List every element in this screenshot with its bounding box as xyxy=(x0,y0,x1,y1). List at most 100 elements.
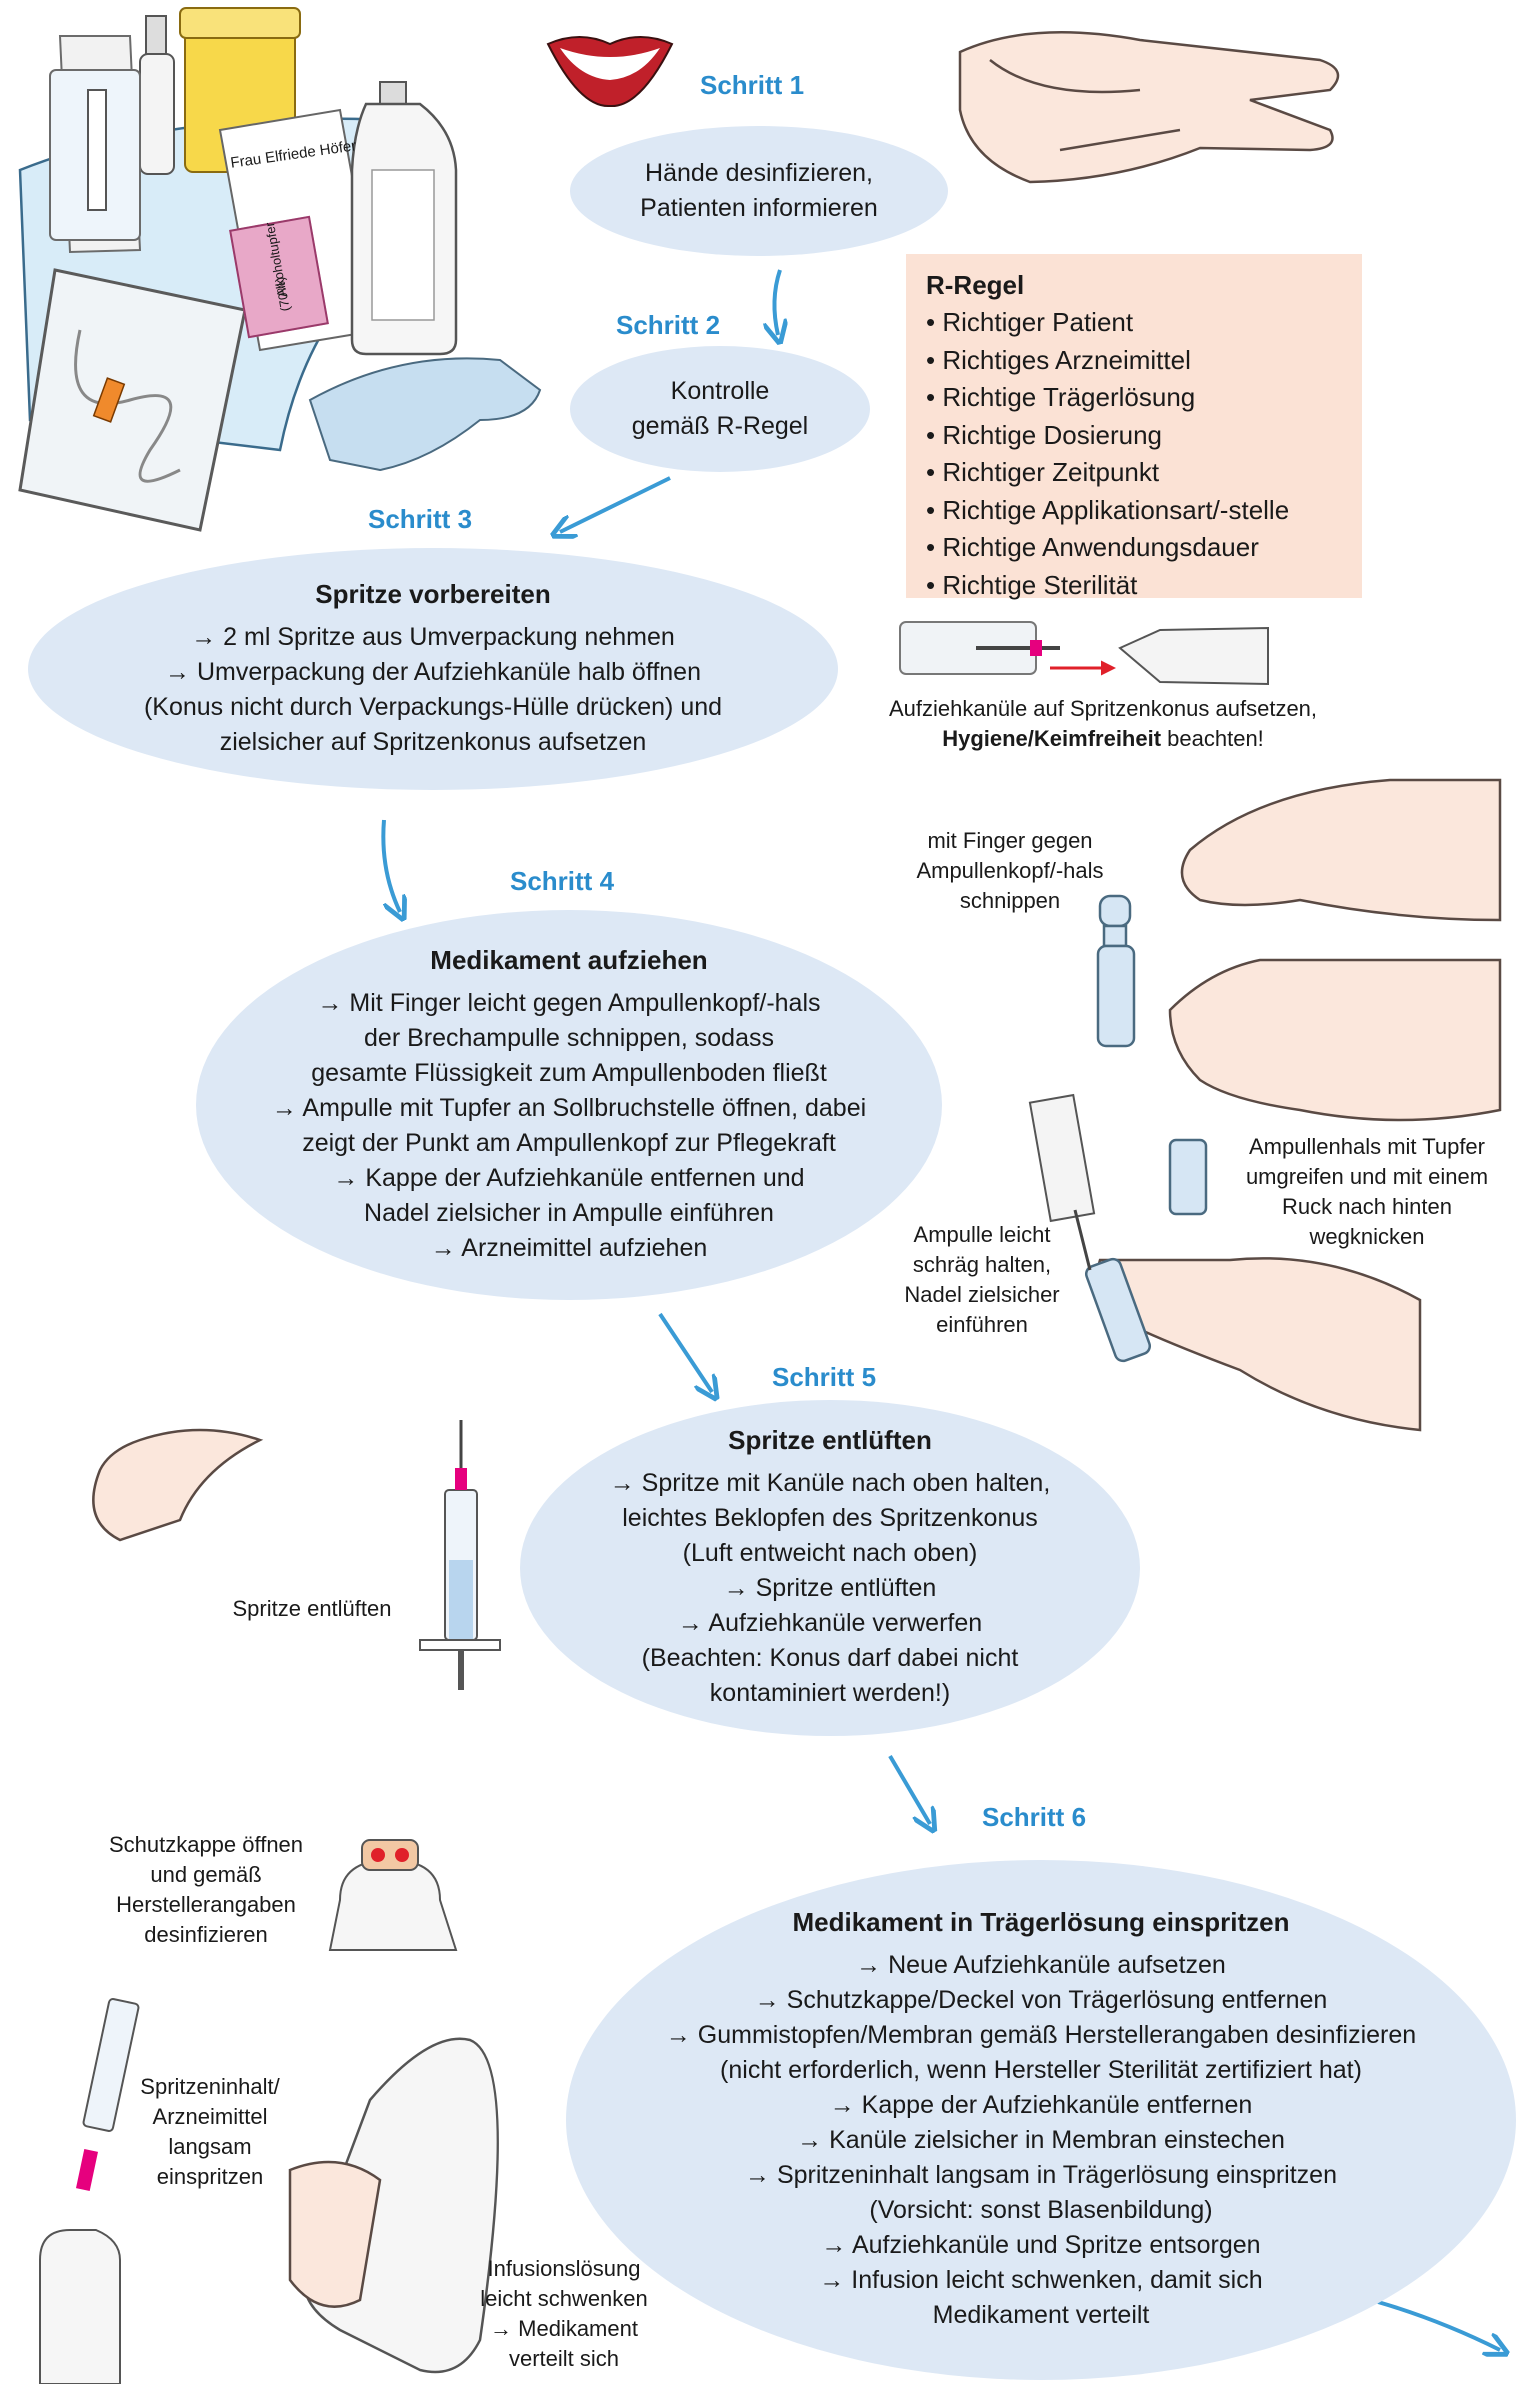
break-neck-caption: Ampullenhals mit Tupfer umgreifen und mi… xyxy=(1222,1132,1512,1252)
break-neck-caption-line: umgreifen und mit einem xyxy=(1245,1164,1489,1189)
step6-label: Schritt 6 xyxy=(982,1802,1087,1832)
step3-line: zielsicher auf Spritzenkonus aufsetzen xyxy=(219,727,647,756)
step1-line: Patienten informieren xyxy=(640,194,878,222)
swab-label-percent: (70%) xyxy=(271,275,293,313)
step4-line: Nadel zielsicher in Ampulle einführen xyxy=(364,1198,774,1227)
flow-arrows xyxy=(381,269,1500,2350)
syringe-icon xyxy=(75,1093,1096,2192)
step5-line: → Spritze entlüften xyxy=(723,1574,937,1602)
swirl-caption-line: leicht schwenken xyxy=(480,2286,648,2311)
step4-line: → Kappe der Aufziehkanüle entfernen und xyxy=(333,1163,805,1192)
ampoule-icon xyxy=(1084,894,1208,1363)
lips-icon xyxy=(546,36,674,108)
step5-title: Spritze entlüften xyxy=(728,1425,932,1455)
step6-line: Medikament verteilt xyxy=(932,2301,1150,2329)
step2-line: Kontrolle xyxy=(670,377,770,405)
infusion-bottle-icon xyxy=(288,2037,499,2374)
cap-caption-line: und gemäß xyxy=(150,1862,262,1887)
step5-ellipse: Spritze entlüften → Spritze mit Kanüle n… xyxy=(520,1400,1140,1736)
step3-ellipse: Spritze vorbereiten → 2 ml Spritze aus U… xyxy=(28,548,838,790)
step6-line: → Schutzkappe/Deckel von Trägerlösung en… xyxy=(754,1986,1328,2014)
step6-title: Medikament in Trägerlösung einspritzen xyxy=(792,1907,1290,1937)
syringe-icon xyxy=(1118,626,1269,686)
step4-ellipse: Medikament aufziehen → Mit Finger leicht… xyxy=(196,910,942,1300)
step5-line: kontaminiert werden!) xyxy=(709,1679,951,1707)
break-neck-caption-line: Ruck nach hinten xyxy=(1282,1194,1452,1219)
glove-icon xyxy=(308,357,542,472)
swirl-caption-line: Infusionslösung xyxy=(487,2256,641,2281)
step5-line: → Aufziehkanüle verwerfen xyxy=(677,1609,983,1637)
inject-caption: Spritzeninhalt/ Arzneimittel langsam ein… xyxy=(120,2072,300,2192)
infusion-set-icon xyxy=(18,268,247,532)
step4-label: Schritt 4 xyxy=(510,866,615,896)
step5-line: (Luft entweicht nach oben) xyxy=(682,1539,978,1567)
step4-line: → Arzneimittel aufziehen xyxy=(430,1233,708,1262)
syringe-package-icon xyxy=(49,69,141,241)
step2-ellipse: Kontrolle gemäß R-Regel xyxy=(570,346,870,472)
step6-line: → Gummistopfen/Membran gemäß Herstellera… xyxy=(665,2021,1417,2049)
r-regel-item: Richtige Sterilität xyxy=(926,567,1362,605)
hands-rubbing-icon xyxy=(958,31,1340,184)
step6-line: (Vorsicht: sonst Blasenbildung) xyxy=(869,2196,1213,2224)
step5-line: (Beachten: Konus darf dabei nicht xyxy=(641,1644,1019,1672)
flick-caption-line: Ampullenkopf/-hals xyxy=(916,858,1104,883)
flick-caption-line: schnippen xyxy=(959,888,1061,913)
step3-label: Schritt 3 xyxy=(368,504,473,534)
r-regel-item: Richtige Dosierung xyxy=(926,417,1362,455)
flick-caption: mit Finger gegen Ampullenkopf/-hals schn… xyxy=(900,826,1120,916)
cannula-caption-line: Aufziehkanüle auf Spritzenkonus aufsetze… xyxy=(888,696,1318,721)
cannula-caption-bold: Hygiene/Keimfreiheit xyxy=(942,726,1162,751)
r-regel-item: Richtiger Zeitpunkt xyxy=(926,454,1362,492)
tilt-caption-line: Ampulle leicht xyxy=(913,1222,1051,1247)
step6-line: → Aufziehkanüle und Spritze entsorgen xyxy=(821,2231,1261,2259)
r-regel-item: Richtige Applikationsart/-stelle xyxy=(926,492,1362,530)
swirl-caption-line: → Medikament xyxy=(490,2316,638,2341)
flick-caption-line: mit Finger gegen xyxy=(927,828,1093,853)
break-neck-caption-line: wegknicken xyxy=(1309,1224,1425,1249)
step1-label: Schritt 1 xyxy=(700,70,805,100)
infusion-bottle-icon xyxy=(350,81,458,356)
step3-title: Spritze vorbereiten xyxy=(315,578,551,609)
r-regel-item: Richtige Anwendungsdauer xyxy=(926,529,1362,567)
break-neck-caption-line: Ampullenhals mit Tupfer xyxy=(1249,1134,1485,1159)
step6-ellipse: Medikament in Trägerlösung einspritzen →… xyxy=(566,1860,1516,2380)
cannula-package-icon xyxy=(899,621,1116,676)
step3-line: → Umverpackung der Aufziehkanüle halb öf… xyxy=(165,657,701,686)
cap-caption-line: Herstellerangaben xyxy=(116,1892,296,1917)
bottle-cap-icon xyxy=(39,1839,458,2384)
step3-line: (Konus nicht durch Verpackungs-Hülle drü… xyxy=(143,692,723,721)
swirl-caption: Infusionslösung leicht schwenken → Medik… xyxy=(464,2254,664,2374)
r-regel-item: Richtiges Arzneimittel xyxy=(926,342,1362,380)
step2-line: gemäß R-Regel xyxy=(631,412,809,440)
step1-line: Hände desinfizieren, xyxy=(645,159,873,187)
tilt-caption-line: einführen xyxy=(936,1312,1028,1337)
step4-line: → Mit Finger leicht gegen Ampullenkopf/-… xyxy=(317,988,821,1017)
step6-line: → Kappe der Aufziehkanüle entfernen xyxy=(829,2091,1253,2119)
cap-caption-line: desinfizieren xyxy=(144,1922,268,1947)
cannula-caption-tail: beachten! xyxy=(1161,726,1264,751)
cannula-caption: Aufziehkanüle auf Spritzenkonus aufsetze… xyxy=(838,694,1368,754)
tilt-caption-line: schräg halten, xyxy=(912,1252,1052,1277)
r-regel-item: Richtiger Patient xyxy=(926,304,1362,342)
step6-line: (nicht erforderlich, wenn Hersteller Ste… xyxy=(720,2056,1362,2084)
step4-line: der Brechampulle schnippen, sodass xyxy=(364,1023,774,1052)
step6-line: → Infusion leicht schwenken, damit sich xyxy=(819,2266,1263,2294)
r-regel-box: R-Regel Richtiger Patient Richtiges Arzn… xyxy=(906,254,1362,600)
step2-label: Schritt 2 xyxy=(616,310,721,340)
step5-label: Schritt 5 xyxy=(772,1362,877,1392)
cap-caption-line: Schutzkappe öffnen xyxy=(108,1832,304,1857)
step5-line: → Spritze mit Kanüle nach oben halten, xyxy=(609,1469,1051,1497)
step6-line: → Neue Aufziehkanüle aufsetzen xyxy=(856,1951,1226,1979)
tilt-caption: Ampulle leicht schräg halten, Nadel ziel… xyxy=(884,1220,1080,1340)
step4-line: → Ampulle mit Tupfer an Sollbruchstelle … xyxy=(271,1093,867,1122)
step6-line: → Spritzeninhalt langsam in Trägerlösung… xyxy=(745,2161,1337,2189)
tilt-caption-line: Nadel zielsicher xyxy=(904,1282,1060,1307)
inject-caption-line: Spritzeninhalt/ xyxy=(140,2074,280,2099)
hand-icon xyxy=(92,778,1502,1542)
step3-line: → 2 ml Spritze aus Umverpackung nehmen xyxy=(191,622,675,651)
inject-caption-line: einspritzen xyxy=(156,2164,264,2189)
vent-caption-line: Spritze entlüften xyxy=(232,1596,392,1621)
swirl-caption-line: verteilt sich xyxy=(508,2346,620,2371)
inject-caption-line: Arzneimittel xyxy=(152,2104,268,2129)
